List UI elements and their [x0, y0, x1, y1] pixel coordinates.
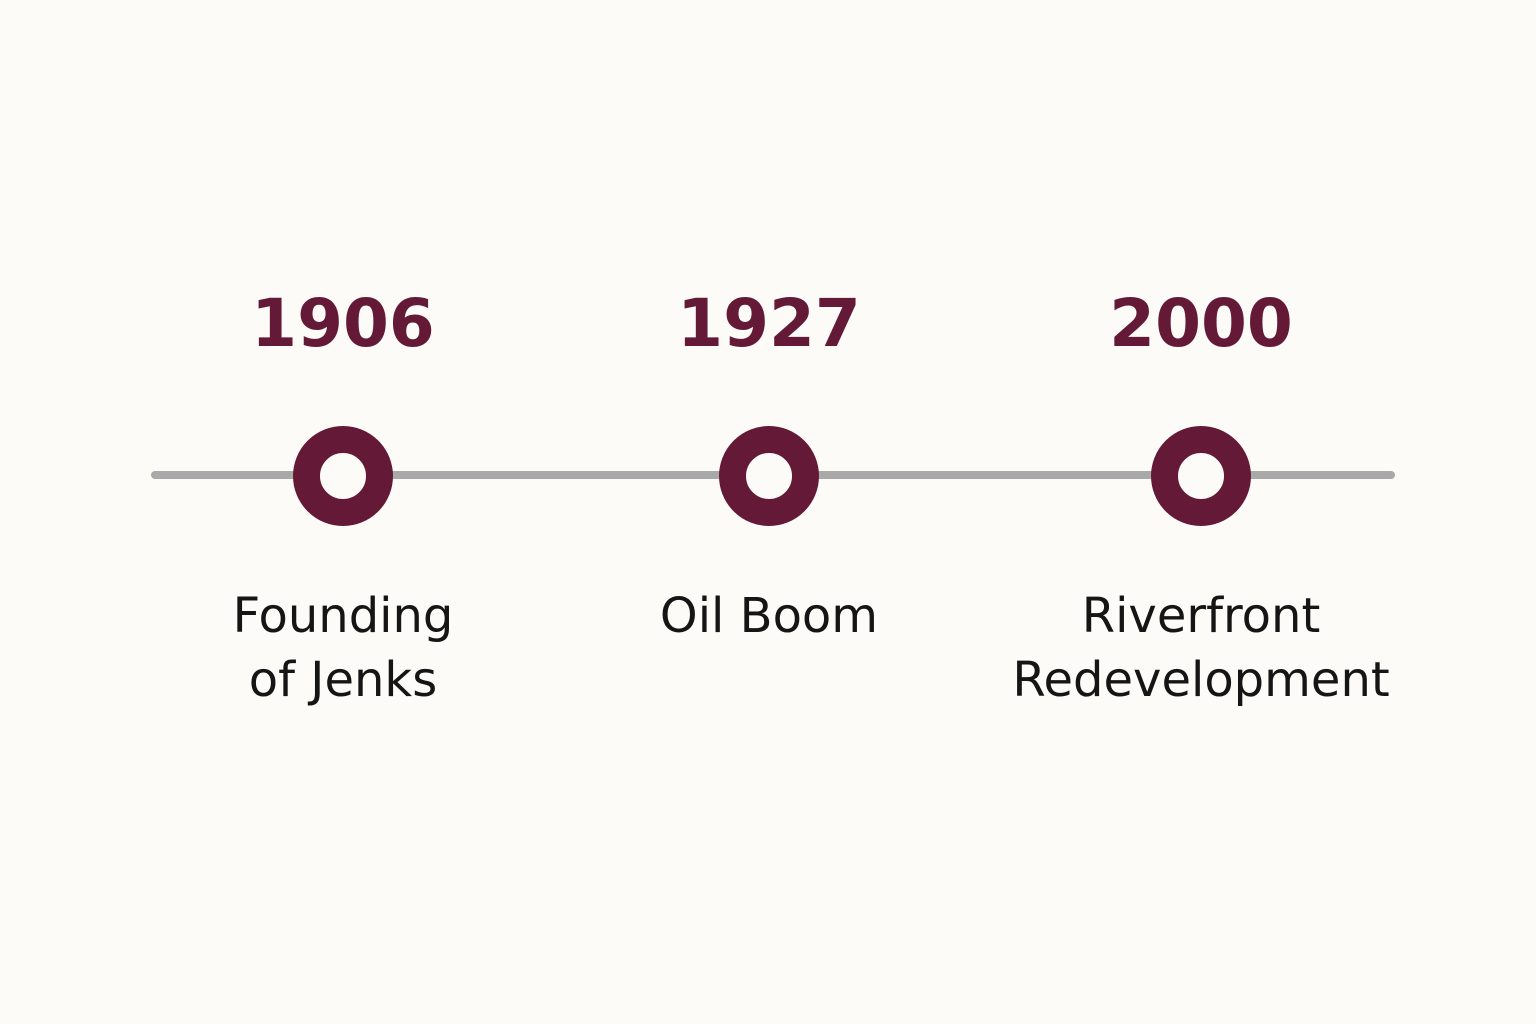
event-year: 2000: [1109, 285, 1293, 362]
event-label-line: Redevelopment: [1012, 652, 1390, 708]
event-label: Founding of Jenks: [143, 584, 543, 712]
event-year: 1927: [677, 285, 861, 362]
event-label-line: Oil Boom: [659, 588, 879, 644]
event-year: 1906: [251, 285, 435, 362]
event-label: Oil Boom: [569, 584, 969, 648]
event-marker-icon: [719, 426, 819, 526]
event-label: Riverfront Redevelopment: [1001, 584, 1401, 712]
event-marker-icon: [1151, 426, 1251, 526]
event-label-line: Founding: [232, 588, 454, 644]
event-marker-icon: [293, 426, 393, 526]
event-label-line: of Jenks: [248, 652, 438, 708]
event-label-line: Riverfront: [1081, 588, 1321, 644]
